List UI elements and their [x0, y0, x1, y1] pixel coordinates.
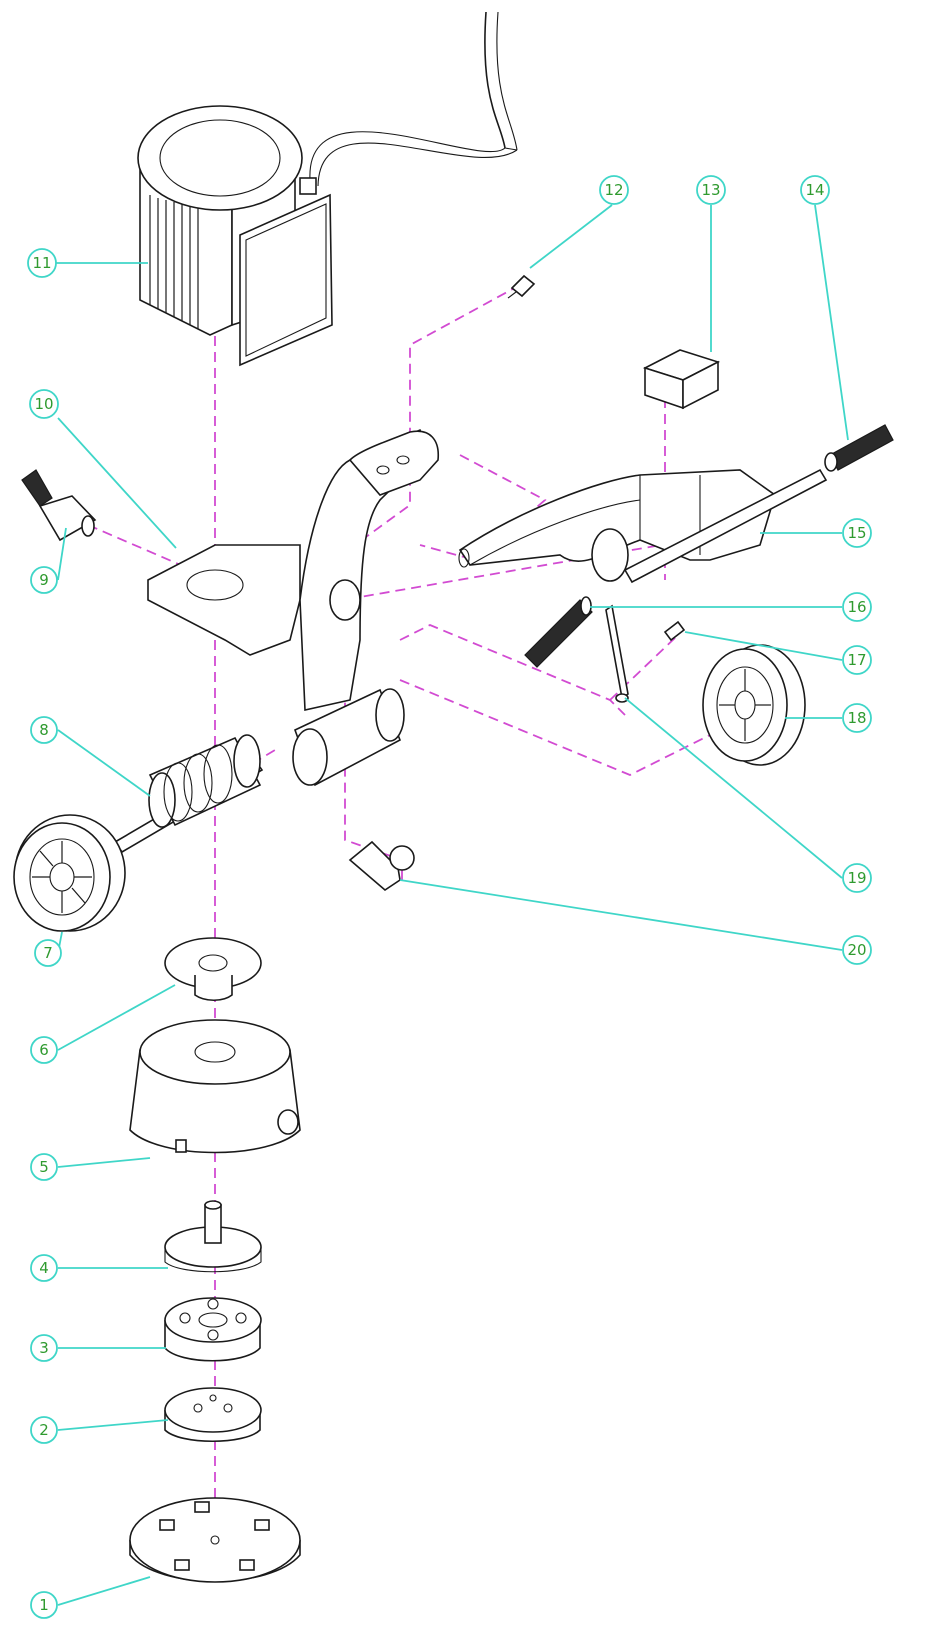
callout-10: 10 — [29, 389, 59, 419]
flange-part — [164, 937, 262, 1002]
callout-11-label: 11 — [32, 254, 51, 272]
callout-7: 7 — [34, 939, 62, 967]
fitting-part — [507, 274, 536, 299]
callout-1-label: 1 — [39, 1596, 49, 1614]
switch-box-part — [642, 349, 721, 410]
axle-part — [113, 734, 264, 854]
hub-part — [164, 1200, 262, 1273]
callout-14-label: 14 — [805, 181, 824, 199]
callout-12: 12 — [599, 175, 629, 205]
disc-part — [164, 1387, 262, 1442]
callout-19: 19 — [842, 863, 872, 893]
callout-18-label: 18 — [847, 709, 866, 727]
callout-16: 16 — [842, 592, 872, 622]
callout-16-label: 16 — [847, 598, 866, 616]
callout-13-label: 13 — [701, 181, 720, 199]
grinding-plate-part — [129, 1497, 301, 1583]
callout-1: 1 — [30, 1591, 58, 1619]
callout-15: 15 — [842, 518, 872, 548]
coupling-part — [164, 1297, 262, 1362]
callout-5: 5 — [30, 1153, 58, 1181]
callout-15-label: 15 — [847, 524, 866, 542]
callout-20: 20 — [842, 935, 872, 965]
callout-19-label: 19 — [847, 869, 866, 887]
handle-grip-left-part — [524, 596, 593, 668]
callout-4: 4 — [30, 1254, 58, 1282]
frame-part — [147, 428, 439, 787]
wheel-right-part — [702, 644, 806, 766]
callout-9: 9 — [30, 566, 58, 594]
callout-2: 2 — [30, 1416, 58, 1444]
callout-11: 11 — [27, 248, 57, 278]
callout-4-label: 4 — [39, 1259, 49, 1277]
callout-5-label: 5 — [39, 1158, 49, 1176]
cover-part — [129, 1019, 301, 1154]
callout-9-label: 9 — [39, 571, 49, 589]
handle-grip-right-part — [824, 424, 894, 472]
callout-17: 17 — [842, 645, 872, 675]
handle-frame-part — [458, 468, 828, 584]
leader-lines — [54, 204, 849, 1606]
callout-6: 6 — [30, 1036, 58, 1064]
callout-18: 18 — [842, 703, 872, 733]
callout-8-label: 8 — [39, 721, 49, 739]
motor-part — [137, 11, 518, 367]
motor-cooling-fins — [149, 195, 199, 329]
callout-14: 14 — [800, 175, 830, 205]
callout-8: 8 — [30, 716, 58, 744]
callout-7-label: 7 — [43, 944, 53, 962]
callout-20-label: 20 — [847, 941, 866, 959]
callout-3: 3 — [30, 1334, 58, 1362]
callout-6-label: 6 — [39, 1041, 49, 1059]
callout-2-label: 2 — [39, 1421, 49, 1439]
elbow-fitting-part — [348, 840, 415, 892]
callout-10-label: 10 — [34, 395, 53, 413]
lock-pin-part — [605, 604, 629, 703]
pin-part — [663, 620, 686, 642]
callout-3-label: 3 — [39, 1339, 49, 1357]
callout-13: 13 — [696, 175, 726, 205]
callout-17-label: 17 — [847, 651, 866, 669]
wheel-left-part — [13, 814, 126, 932]
callout-12-label: 12 — [604, 181, 623, 199]
valve-part — [21, 469, 97, 542]
